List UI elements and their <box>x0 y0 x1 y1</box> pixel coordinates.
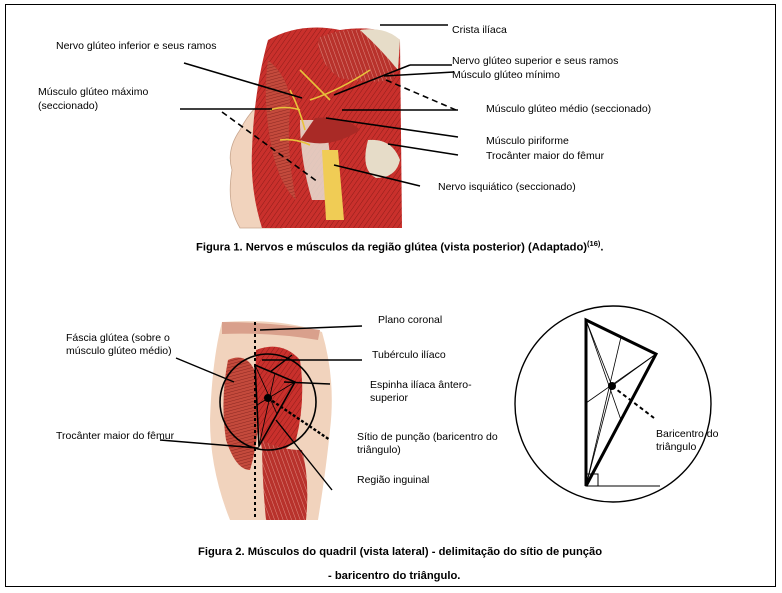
figure-frame <box>5 4 776 587</box>
figure1-caption-text: Figura 1. Nervos e músculos da região gl… <box>196 241 588 254</box>
label-nervo-gluteo-inferior: Nervo glúteo inferior e seus ramos <box>56 40 217 52</box>
label-sitio-puncao: Sítio de punção (baricentro do triângulo… <box>357 431 498 456</box>
label-crista-iliaca: Crista ilíaca <box>452 24 507 36</box>
figure2-triangle-overlay <box>219 322 331 520</box>
figure1-caption: Figura 1. Nervos e músculos da região gl… <box>196 239 603 254</box>
figure1-caption-ref: (16) <box>587 239 601 248</box>
label-musculo-gluteo-medio: Músculo glúteo médio (seccionado) <box>486 103 652 115</box>
figure2-barycenter-diagram <box>514 305 712 503</box>
label-trocanter-femur: Trocânter maior do fêmur <box>486 150 605 162</box>
figure1-caption-end: . <box>600 241 604 254</box>
label-trocanter-femur-2: Trocânter maior do fêmur <box>56 430 175 442</box>
figure2-hip-illustration <box>210 321 332 520</box>
figure2-leader-lines <box>159 325 363 491</box>
figure1-leader-lines <box>180 24 459 187</box>
label-plano-coronal: Plano coronal <box>378 314 443 326</box>
label-tuberculo-iliaco: Tubérculo ilíaco <box>372 349 446 361</box>
label-nervo-gluteo-superior: Nervo glúteo superior e seus ramos <box>452 55 619 67</box>
label-baricentro: Baricentro do triângulo <box>656 428 719 453</box>
figure2-caption-line2: - baricentro do triângulo. <box>328 570 461 582</box>
label-regiao-inguinal: Região inguinal <box>357 474 430 486</box>
label-musculo-gluteo-minimo: Músculo glúteo mínimo <box>452 69 560 81</box>
figure2-caption-line1: Figura 2. Músculos do quadril (vista lat… <box>198 546 603 558</box>
label-musculo-gluteo-maximo-sub: (seccionado) <box>38 100 99 112</box>
label-fascia-glutea: Fáscia glútea (sobre o músculo glúteo mé… <box>66 332 172 357</box>
label-musculo-piriforme: Músculo piriforme <box>486 135 569 147</box>
label-nervo-isquiatico: Nervo isquiático (seccionado) <box>438 181 576 193</box>
figure1-illustration <box>229 27 402 229</box>
label-musculo-gluteo-maximo: Músculo glúteo máximo <box>38 86 149 98</box>
label-espinha-iliaca: Espinha ilíaca ântero-superior <box>370 379 472 404</box>
